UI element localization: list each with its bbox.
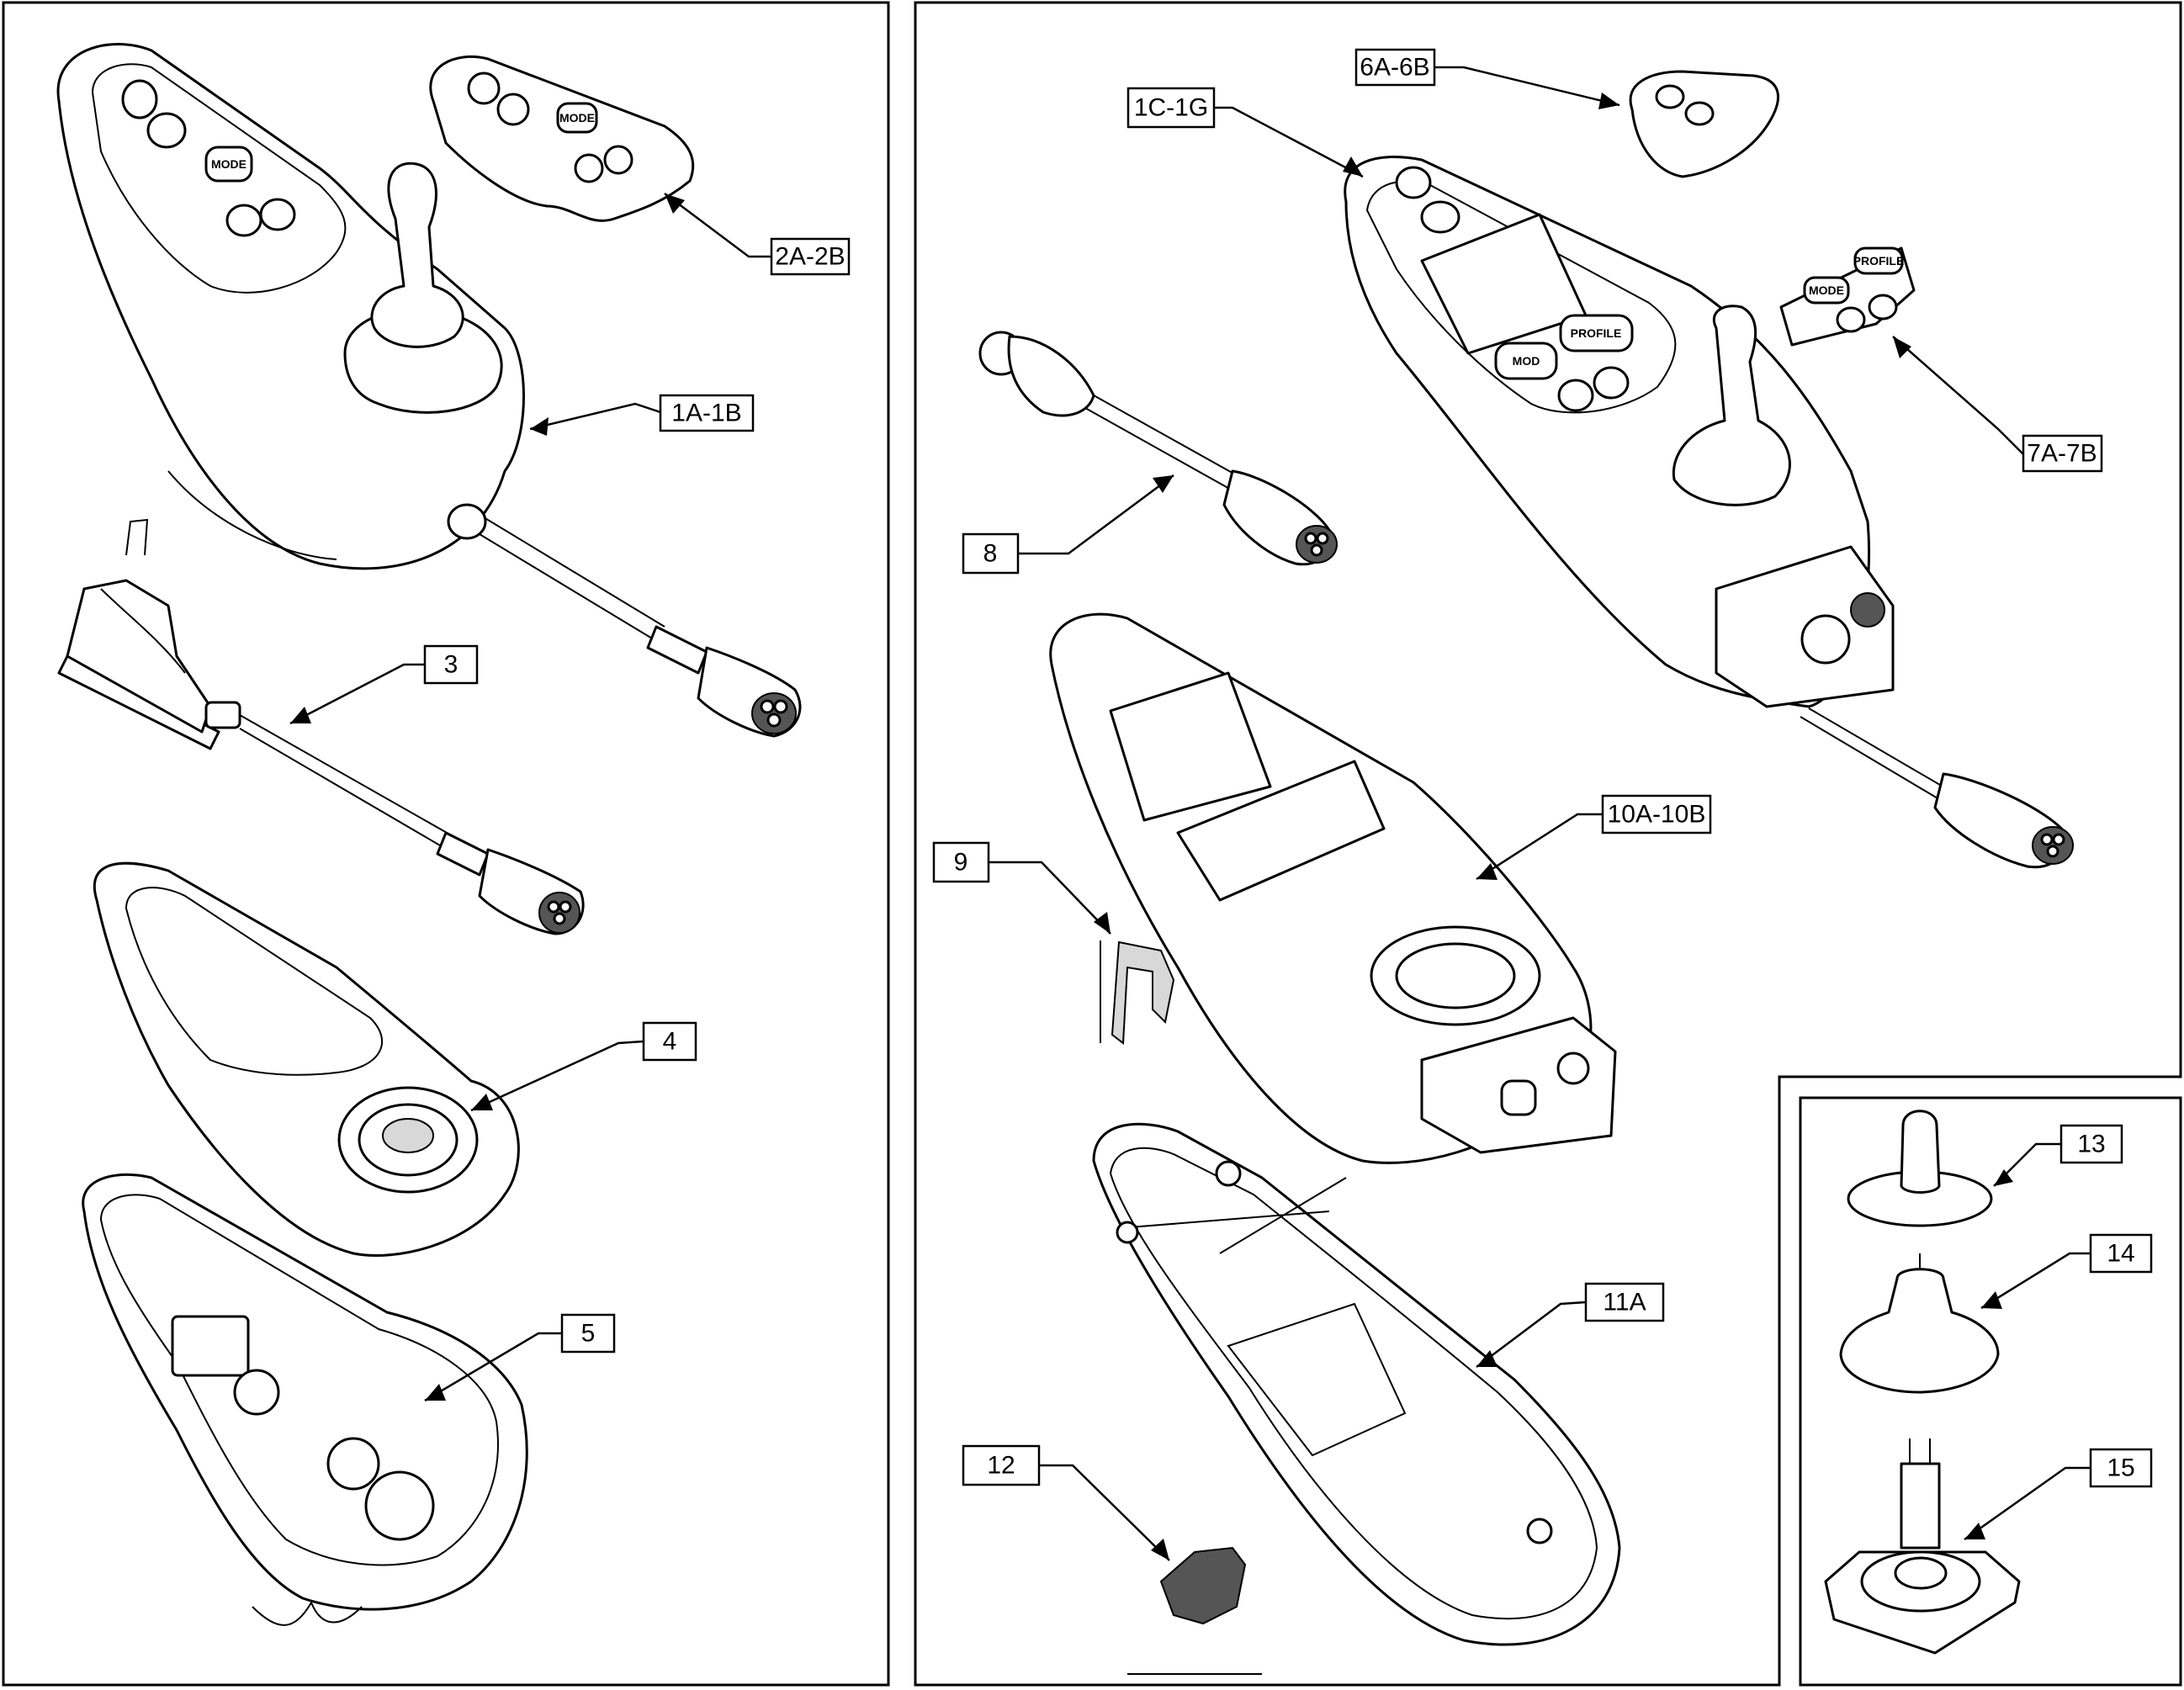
right-panel-frame [1799, 1096, 2182, 1687]
callout-9: 9 [932, 841, 990, 883]
part-keypad-overlay-2a: MODE [429, 55, 695, 222]
callout-15-text: 15 [2107, 1454, 2134, 1482]
part-clip [1100, 940, 1175, 1045]
callout-15: 15 [2089, 1448, 2153, 1488]
callout-leaders [289, 66, 2091, 1561]
callout-5: 5 [560, 1313, 616, 1354]
callout-3: 3 [423, 644, 479, 685]
part-lcd-controller-1c: MOD PROFILE [1344, 156, 2074, 869]
callout-5-text: 5 [581, 1320, 596, 1348]
callout-2a-2b-text: 2A-2B [775, 243, 845, 271]
callout-11a-text: 11A [1603, 1289, 1646, 1317]
callout-4: 4 [642, 1021, 697, 1062]
middle-panel-frame [914, 1, 2182, 1687]
callout-4-text: 4 [663, 1028, 677, 1056]
part-bottom-housing [82, 1173, 528, 1626]
callout-13: 13 [2059, 1124, 2123, 1164]
part-extension-cable [978, 331, 1338, 566]
callout-8: 8 [962, 532, 1020, 575]
mod-button-label: MOD [1513, 354, 1540, 368]
profile-button-label: PROFILE [1571, 326, 1622, 340]
callout-1c-1g-text: 1C-1G [1134, 94, 1208, 122]
callout-2a-2b: 2A-2B [770, 237, 851, 276]
callout-8-text: 8 [983, 540, 998, 568]
callout-9-text: 9 [954, 849, 968, 877]
callout-6a-6b: 6A-6B [1354, 48, 1436, 87]
part-keypad-7a: MODE PROFILE [1779, 246, 1916, 347]
callout-1a-1b: 1A-1B [659, 394, 755, 432]
part-joystick-gaiter [1839, 1253, 2000, 1394]
callout-1a-1b-text: 1A-1B [671, 400, 741, 427]
callout-10a-10b: 10A-10B [1601, 794, 1712, 834]
part-controller-cable [447, 503, 802, 738]
part-joystick-knob [1847, 1110, 1993, 1227]
part-lcd-bottom-housing [1092, 1122, 1621, 1646]
callout-7a-7b: 7A-7B [2022, 434, 2103, 473]
callout-12-text: 12 [987, 1452, 1015, 1480]
callout-3-text: 3 [444, 651, 459, 679]
callout-14: 14 [2089, 1233, 2153, 1274]
callout-6a-6b-text: 6A-6B [1360, 54, 1429, 82]
part-small-keypad-6a [1629, 70, 1779, 178]
part-harness-assembly [57, 518, 585, 935]
callout-14-text: 14 [2107, 1240, 2134, 1268]
part-joystick-gimbal [1824, 1438, 2021, 1655]
overlay-mode-label: MODE [559, 111, 595, 124]
callout-11a: 11A [1584, 1282, 1665, 1322]
callout-10a-10b-text: 10A-10B [1608, 801, 1706, 829]
keypad-profile-label: PROFILE [1853, 254, 1905, 268]
callout-7a-7b-text: 7A-7B [2027, 440, 2097, 468]
callout-12: 12 [962, 1444, 1041, 1486]
callout-1c-1g: 1C-1G [1126, 87, 1216, 129]
part-lcd-top-cover [1049, 612, 1617, 1164]
left-panel-frame [2, 1, 890, 1687]
mode-button-label: MODE [211, 157, 246, 171]
keypad-mode-label: MODE [1809, 283, 1844, 297]
callout-13-text: 13 [2077, 1131, 2105, 1158]
part-top-cover [93, 861, 520, 1257]
part-connector-clip [1127, 1546, 1262, 1675]
